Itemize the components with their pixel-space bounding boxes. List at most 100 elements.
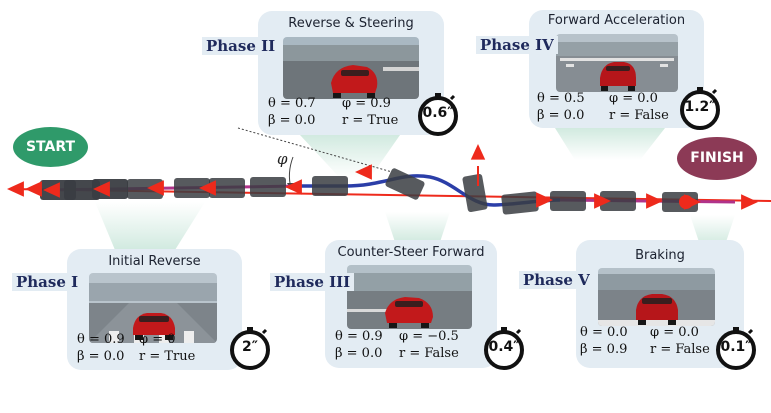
heading-arrow <box>7 181 24 197</box>
heading-arrow <box>594 193 611 209</box>
camera-image <box>598 268 715 326</box>
phase-5-title: Braking <box>635 248 685 263</box>
finish-marker: FINISH <box>677 137 757 180</box>
stopwatch-icon <box>716 327 756 370</box>
phase-4-camera-view <box>556 34 678 92</box>
beam-phase-2 <box>300 135 400 178</box>
phase-3-title: Counter-Steer Forward <box>337 245 485 260</box>
heading-arrow <box>536 192 553 208</box>
heading-arrow <box>646 193 663 209</box>
steering-reference-line <box>237 127 393 173</box>
vehicle-footprint <box>127 179 163 199</box>
phase-2-panel: Reverse & Steering θ = 0.7 φ = 0.9 β = 0.… <box>258 11 444 135</box>
camera-image <box>89 273 217 343</box>
heading-arrow <box>199 180 216 196</box>
phi-value: φ = 0.0 <box>609 91 658 106</box>
theta-value: θ = 0.7 <box>268 96 316 111</box>
heading-arrow <box>470 144 486 160</box>
vehicle-footprint <box>92 179 128 199</box>
camera-image <box>556 34 678 92</box>
reverse-value: r = True <box>139 349 196 364</box>
camera-image <box>347 265 472 329</box>
phase-2-title: Reverse & Steering <box>288 16 414 31</box>
phi-value: φ = −0.5 <box>399 329 459 344</box>
vehicle-footprint <box>174 178 210 198</box>
phase-3-camera-view <box>347 265 472 329</box>
phase-2-timer: 0.6″ <box>416 92 460 136</box>
vehicle-footprint <box>250 177 286 197</box>
beta-value: β = 0.0 <box>77 349 125 364</box>
brake-point <box>679 195 693 209</box>
phase-5-duration: 0.1″ <box>720 339 752 355</box>
vehicle-footprint <box>501 191 539 215</box>
reverse-value: r = False <box>609 108 669 123</box>
stopwatch-icon <box>484 327 524 370</box>
reverse-value: r = False <box>399 346 459 361</box>
phase-3-label: Phase III <box>270 273 355 291</box>
phase-1-label: Phase I <box>12 273 83 291</box>
phase-4-label: Phase IV <box>476 36 558 54</box>
vehicle-footprint <box>600 191 636 211</box>
phi-value: φ = 0.0 <box>650 325 699 340</box>
phase-5-camera-view <box>598 268 715 326</box>
theta-value: θ = 0.9 <box>335 329 383 344</box>
phase-4-params: θ = 0.5 φ = 0.0 β = 0.0 r = False <box>537 90 669 124</box>
vehicle-footprint <box>64 180 100 200</box>
stopwatch-icon <box>230 327 270 370</box>
phi-value: φ = 0.9 <box>342 96 391 111</box>
phase-3-timer: 0.4″ <box>482 326 526 370</box>
phase-4-duration: 1.2″ <box>684 99 716 115</box>
stopwatch-icon <box>680 87 720 130</box>
phase-4-panel: Forward Acceleration θ = 0.5 φ = 0.0 β = … <box>529 10 704 128</box>
beam-phase-3 <box>385 212 450 242</box>
heading-arrow <box>93 181 110 197</box>
vehicle-footprint <box>312 176 348 196</box>
beta-value: β = 0.9 <box>580 342 628 357</box>
stopwatch-icon <box>418 93 458 136</box>
beam-phase-5 <box>690 215 735 245</box>
heading-arrow <box>285 179 302 195</box>
vehicle-footprint <box>385 168 425 200</box>
phase-3-duration: 0.4″ <box>488 339 520 355</box>
heading-arrow <box>147 180 164 196</box>
heading-arrow <box>355 164 372 180</box>
heading-arrow <box>25 181 42 197</box>
heading-arrow <box>741 194 758 210</box>
heading-arrow <box>43 182 60 198</box>
start-marker: START <box>13 127 88 167</box>
phase-5-label: Phase V <box>519 271 594 289</box>
vehicle-footprint <box>462 174 488 212</box>
beta-value: β = 0.0 <box>335 346 383 361</box>
phase-5-timer: 0.1″ <box>714 326 758 370</box>
phase-3-panel: Counter-Steer Forward θ = 0.9 φ = −0.5 β … <box>325 240 497 368</box>
beam-phase-4 <box>555 128 665 160</box>
phase-2-duration: 0.6″ <box>422 105 454 121</box>
theta-value: θ = 0.5 <box>537 91 585 106</box>
beta-value: β = 0.0 <box>537 108 585 123</box>
camera-image <box>283 37 419 99</box>
phase-1-duration: 2″ <box>242 339 258 355</box>
beta-value: β = 0.0 <box>268 113 316 128</box>
phase-1-title: Initial Reverse <box>108 254 201 269</box>
steering-angle-label: φ <box>277 150 288 168</box>
phase-2-camera-view <box>283 37 419 99</box>
phase-4-title: Forward Acceleration <box>547 13 686 28</box>
beam-phase-1 <box>95 202 205 250</box>
phase-3-params: θ = 0.9 φ = −0.5 β = 0.0 r = False <box>335 328 459 362</box>
phase-1-camera-view <box>89 273 217 343</box>
vehicle-footprint <box>209 178 245 198</box>
phase-4-timer: 1.2″ <box>678 86 722 130</box>
reverse-value: r = True <box>342 113 399 128</box>
phase-2-label: Phase II <box>202 37 280 55</box>
phase-1-timer: 2″ <box>228 326 272 370</box>
theta-value: θ = 0.9 <box>77 332 125 347</box>
phase-2-params: θ = 0.7 φ = 0.9 β = 0.0 r = True <box>268 95 398 129</box>
theta-value: θ = 0.0 <box>580 325 628 340</box>
